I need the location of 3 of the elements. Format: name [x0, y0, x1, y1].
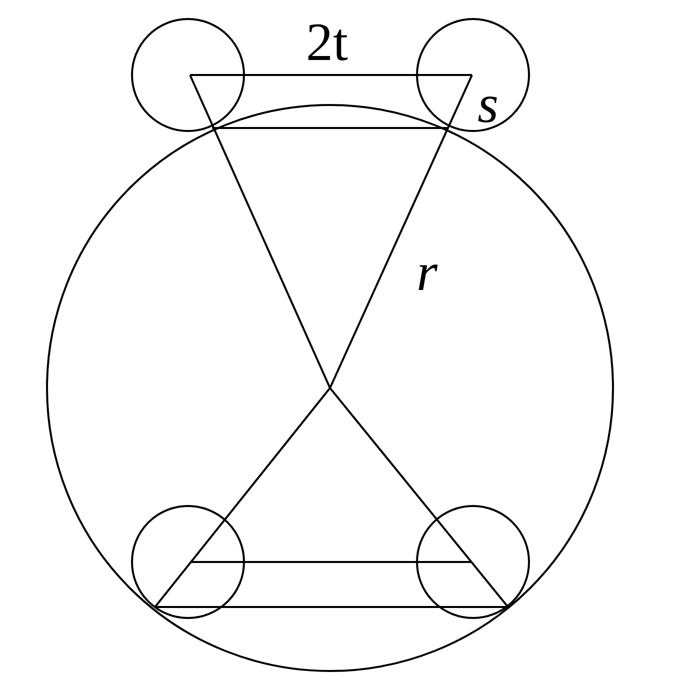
length-label: 2t	[306, 15, 348, 69]
radius-label: s	[478, 77, 498, 131]
radius-label: r	[416, 245, 438, 299]
